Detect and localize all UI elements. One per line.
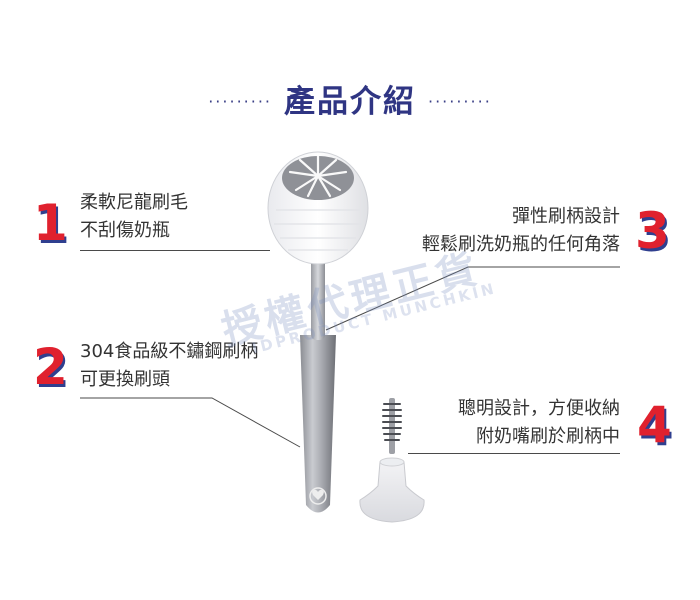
feature-3-text: 彈性刷柄設計 輕鬆刷洗奶瓶的任何角落	[422, 203, 620, 259]
title-dots-right: ·········	[428, 91, 492, 111]
feature-3-line2: 輕鬆刷洗奶瓶的任何角落	[422, 234, 620, 255]
feature-2-line2: 可更換刷頭	[80, 369, 170, 390]
brush-bristle-head	[267, 151, 369, 265]
feature-number-2: 2	[33, 338, 68, 396]
feature-number-1: 1	[33, 194, 68, 252]
page-title: 產品介紹	[284, 83, 416, 120]
title-dots-left: ·········	[208, 91, 272, 111]
feature-2-text: 304食品級不鏽鋼刷柄 可更換刷頭	[80, 338, 258, 394]
feature-2-line1: 304食品級不鏽鋼刷柄	[80, 341, 259, 362]
feature-1-text: 柔軟尼龍刷毛 不刮傷奶瓶	[80, 189, 188, 245]
feature-3-line1: 彈性刷柄設計	[512, 206, 620, 227]
heart-logo-icon	[309, 487, 327, 505]
feature-number-3: 3	[635, 202, 670, 260]
feature-1-divider	[80, 250, 270, 251]
feature-4-divider	[408, 453, 620, 454]
feature-1-line2: 不刮傷奶瓶	[80, 220, 170, 241]
main-brush	[267, 151, 369, 513]
feature-number-4: 4	[637, 396, 672, 454]
feature-1-line1: 柔軟尼龍刷毛	[80, 192, 188, 213]
nipple-brush	[359, 398, 425, 523]
feature-4-text: 聰明設計，方便收納 附奶嘴刷於刷柄中	[458, 395, 620, 451]
title-row: ········· 產品介紹 ·········	[0, 76, 700, 120]
feature-4-line1: 聰明設計，方便收納	[458, 398, 620, 419]
feature-4-line2: 附奶嘴刷於刷柄中	[476, 426, 620, 447]
